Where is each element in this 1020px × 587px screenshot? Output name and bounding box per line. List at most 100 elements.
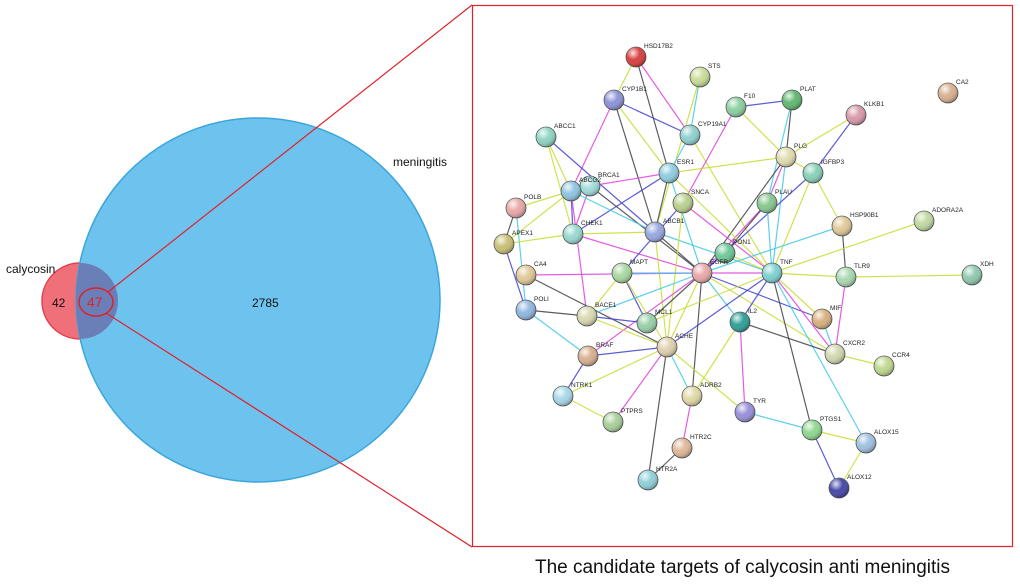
node-shine (757, 193, 777, 213)
node-APEX1[interactable]: APEX1 (493, 230, 533, 255)
node-POLB[interactable]: POLB (505, 194, 541, 219)
node-shine (637, 313, 657, 333)
node-NTRK1[interactable]: NTRK1 (552, 382, 593, 407)
node-PLAT[interactable]: PLAT (781, 86, 816, 111)
zoom-line-bottom (105, 312, 472, 548)
node-CXCR2[interactable]: CXCR2 (824, 340, 865, 365)
node-label: CHEK1 (581, 220, 603, 227)
node-CA2[interactable]: CA2 (937, 79, 969, 104)
network-frame (471, 4, 1014, 548)
node-IL2[interactable]: IL2 (729, 308, 757, 333)
edge-ABCG2-BACE1 (570, 190, 588, 317)
node-CYP1B1[interactable]: CYP1B1 (603, 86, 647, 111)
edge-EGFR-ACHE (666, 272, 703, 348)
node-label: HTR2A (656, 466, 678, 473)
node-PON1[interactable]: PON1 (714, 239, 751, 264)
edge-ESR1-CHEK1 (572, 172, 670, 235)
node-shine (730, 312, 750, 332)
intersection-count: 47 (87, 294, 103, 310)
node-KLKB1[interactable]: KLKB1 (845, 101, 885, 126)
node-label: PLAU (775, 189, 792, 196)
node-shine (626, 47, 646, 67)
edge-CYP1B1-ABCB1 (613, 99, 656, 233)
node-ALOX15[interactable]: ALOX15 (855, 429, 899, 454)
node-CA4[interactable]: CA4 (515, 261, 547, 286)
node-PLG[interactable]: PLG (775, 143, 807, 168)
node-label: CCR4 (892, 352, 910, 359)
node-label: SNCA (691, 189, 710, 196)
node-ESR1[interactable]: ESR1 (658, 159, 694, 184)
node-label: XDH (980, 261, 994, 268)
node-label: MAPT (630, 259, 648, 266)
node-POLI[interactable]: POLI (515, 296, 549, 321)
node-TYR[interactable]: TYR (734, 398, 766, 423)
edge-SNCA-TNF (682, 202, 773, 274)
node-EGFR[interactable]: EGFR (691, 259, 728, 284)
node-shine (802, 420, 822, 440)
node-BRCA1[interactable]: BRCA1 (579, 172, 620, 197)
node-shine (692, 263, 712, 283)
node-TLR9[interactable]: TLR9 (835, 263, 870, 288)
node-XDH[interactable]: XDH (961, 261, 994, 286)
node-ACHE[interactable]: ACHE (656, 333, 694, 358)
node-shine (962, 265, 982, 285)
edge-IL2-TYR (739, 321, 746, 413)
node-shine (604, 90, 624, 110)
node-ABCB1[interactable]: ABCB1 (644, 218, 685, 243)
node-PLAU[interactable]: PLAU (756, 189, 792, 214)
node-STS[interactable]: STS (689, 63, 721, 88)
node-shine (836, 267, 856, 287)
node-label: TNF (780, 259, 793, 266)
node-shine (563, 224, 583, 244)
edge-CHEK1-ABCB1 (572, 231, 656, 235)
node-shine (516, 300, 536, 320)
node-shine (516, 265, 536, 285)
node-HTR2A[interactable]: HTR2A (637, 466, 678, 491)
node-label: TLR9 (854, 263, 870, 270)
node-HTR2C[interactable]: HTR2C (671, 434, 712, 459)
node-HSP90B1[interactable]: HSP90B1 (831, 212, 879, 237)
node-shine (803, 163, 823, 183)
node-BACE1[interactable]: BACE1 (576, 302, 617, 327)
edge-CYP1B1-ABCG2 (570, 99, 615, 192)
node-ALOX12[interactable]: ALOX12 (828, 474, 872, 499)
node-shine (874, 356, 894, 376)
node-PTGS1[interactable]: PTGS1 (801, 416, 842, 441)
node-label: BACE1 (595, 302, 617, 309)
node-MIF[interactable]: MIF (811, 305, 841, 330)
node-CCR4[interactable]: CCR4 (873, 352, 910, 377)
node-TNF[interactable]: TNF (761, 259, 793, 284)
node-label: PTPRS (621, 408, 643, 415)
node-SNCA[interactable]: SNCA (672, 189, 710, 214)
edge-IL2-ADRB2 (691, 321, 741, 397)
node-ABCC1[interactable]: ABCC1 (535, 123, 576, 148)
node-CHEK1[interactable]: CHEK1 (562, 220, 603, 245)
node-shine (577, 306, 597, 326)
node-label: ALOX15 (874, 429, 899, 436)
node-shine (672, 438, 692, 458)
edge-CYP1B1-CYP19A1 (613, 99, 691, 136)
node-ADORA2A[interactable]: ADORA2A (913, 207, 964, 232)
node-CYP19A1[interactable]: CYP19A1 (679, 121, 727, 146)
node-label: MIF (830, 305, 841, 312)
node-label: ESR1 (677, 159, 694, 166)
node-label: ADRB2 (700, 382, 722, 389)
node-ADRB2[interactable]: ADRB2 (681, 382, 722, 407)
node-PTPRS[interactable]: PTPRS (602, 408, 643, 433)
node-label: ABCG2 (579, 177, 601, 184)
node-shine (659, 163, 679, 183)
node-MCL1[interactable]: MCL1 (636, 309, 673, 334)
node-HSD17B2[interactable]: HSD17B2 (625, 43, 673, 68)
node-shine (603, 412, 623, 432)
node-BRAF[interactable]: BRAF (577, 342, 613, 367)
node-ABCG2[interactable]: ABCG2 (560, 177, 601, 202)
node-shine (856, 433, 876, 453)
node-label: TYR (753, 398, 766, 405)
node-label: CYP1B1 (622, 86, 647, 93)
node-MAPT[interactable]: MAPT (611, 259, 648, 284)
node-IGFBP3[interactable]: IGFBP3 (802, 159, 845, 184)
edge-CHEK1-EGFR (572, 233, 703, 274)
node-F10[interactable]: F10 (725, 93, 756, 118)
edge-TNF-MIF (771, 272, 823, 320)
